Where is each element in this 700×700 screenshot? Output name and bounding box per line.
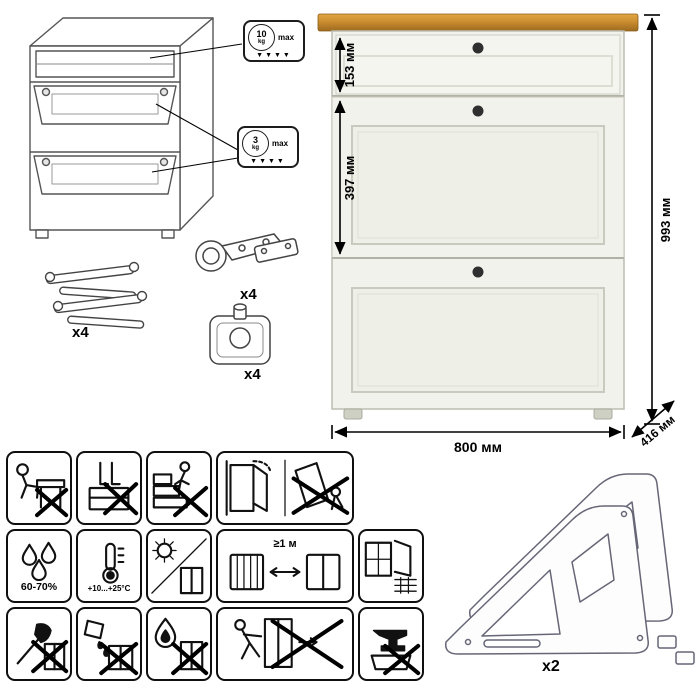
dim-total-height: 993 мм <box>658 198 673 243</box>
hinge-qty-label: x4 <box>240 286 257 303</box>
pictogram-no-climbing <box>146 451 212 525</box>
weight-icon: 10 kg <box>248 24 275 51</box>
pictogram-temperature: +10...+25°C <box>76 529 142 603</box>
dim-width: 800 мм <box>454 439 502 455</box>
radiator-distance-icon <box>229 553 341 591</box>
load-limit-flap-callout: 3 kg max ▼▼▼▼ <box>237 126 299 168</box>
cabinet-outline <box>29 17 214 239</box>
anvil-icon <box>370 629 421 676</box>
pictogram-no-heavy-load <box>358 607 424 681</box>
anti-tip-icon <box>225 459 350 517</box>
load-limit-top-callout: 10 kg max ▼▼▼▼ <box>243 20 305 62</box>
pictogram-no-liquids <box>76 607 142 681</box>
pictogram-no-sitting <box>6 451 72 525</box>
pictogram-no-standing <box>76 451 142 525</box>
weight-icon: 3 kg <box>242 130 269 157</box>
no-climbing-icon <box>152 461 209 518</box>
dim-drawer-height: 153 мм <box>342 43 357 88</box>
person-moving-cabinet-icon <box>234 618 344 669</box>
cabinet-foot <box>343 408 363 420</box>
pictogram-no-moving-alone <box>216 607 354 681</box>
foot-qty-label: x4 <box>244 366 261 383</box>
lid-stay-qty-label: x4 <box>72 324 89 341</box>
wireframe-cabinet-drawing <box>29 17 299 365</box>
cabinet-foot <box>593 408 613 420</box>
pictogram-anti-tip <box>216 451 354 525</box>
pictogram-ventilation <box>358 529 424 603</box>
cabinet-render: 153 мм 397 мм 993 мм 800 мм 416 мм <box>317 13 678 455</box>
pictogram-humidity: 60-70% <box>6 529 72 603</box>
load-value: 3 <box>252 135 258 145</box>
panel-fitting-icon <box>657 635 695 665</box>
window-icon <box>364 539 417 594</box>
no-sitting-icon <box>16 463 69 518</box>
water-drops-icon <box>21 542 57 582</box>
side-panel-front <box>445 505 649 655</box>
pictogram-no-impact <box>6 607 72 681</box>
pictogram-avoid-sunlight <box>146 529 212 603</box>
max-label: max <box>272 139 289 148</box>
dimension-lines <box>331 14 675 439</box>
warning-pictograms: 60-70% +10...+25°C <box>6 451 424 685</box>
load-value: 10 <box>256 29 267 39</box>
humidity-label: 60-70% <box>20 581 58 594</box>
max-label: max <box>278 33 295 42</box>
pictogram-no-open-flame <box>146 607 212 681</box>
cabinet-drawer <box>335 34 621 95</box>
no-standing-icon <box>88 461 139 516</box>
lid-stay-icon <box>44 261 148 329</box>
side-panels-drawing <box>445 473 695 665</box>
down-arrows-icon: ▼▼▼▼ <box>256 52 292 59</box>
min-distance-label: ≥1 м <box>273 538 297 550</box>
pictogram-heat-distance: ≥1 м <box>216 529 354 603</box>
load-unit: kg <box>251 145 259 151</box>
thermometer-icon <box>102 542 125 584</box>
axe-icon <box>16 623 69 674</box>
sun-cabinet-icon <box>151 538 207 595</box>
spilled-cup-icon <box>83 619 139 676</box>
knob-icon <box>472 42 484 54</box>
cabinet-flap-bottom <box>351 266 605 393</box>
flame-icon <box>154 617 209 676</box>
dim-flap-height: 397 мм <box>342 156 357 201</box>
temperature-label: +10...+25°C <box>87 583 131 593</box>
knob-icon <box>472 105 484 117</box>
load-unit: kg <box>257 39 265 45</box>
knob-icon <box>472 266 484 278</box>
callout-leader-lines <box>149 43 243 173</box>
down-arrows-icon: ▼▼▼▼ <box>250 158 286 165</box>
side-panel-qty-label: x2 <box>542 658 560 675</box>
cabinet-flap-middle <box>331 96 625 259</box>
hinge-icon <box>195 233 299 272</box>
cabinet-top-panel <box>317 13 639 32</box>
foot-icon <box>209 303 271 365</box>
